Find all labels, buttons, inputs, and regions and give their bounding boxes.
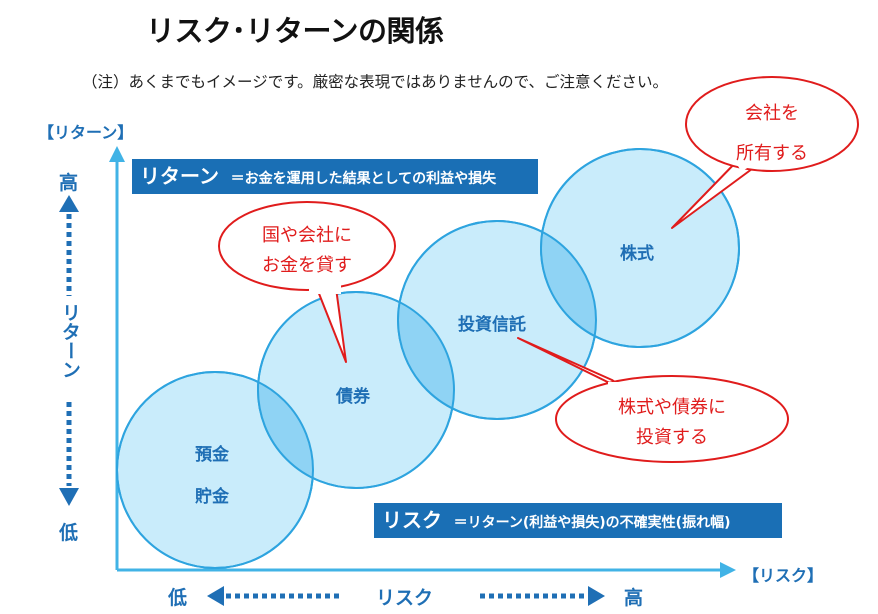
disclaimer-note: （注）あくまでもイメージです。厳密な表現ではありませんので、ご注意ください。 xyxy=(82,73,669,91)
deposit-label: 預金 xyxy=(195,445,229,465)
page-title: リスク･リターンの関係 xyxy=(146,14,444,48)
y-low-label: 低 xyxy=(59,522,79,544)
return-term: リターン xyxy=(140,164,219,188)
risk-definition-text: ＝リターン(利益や損失)の不確実性(振れ幅) xyxy=(453,515,731,531)
bond-label: 債券 xyxy=(336,387,370,407)
trust-callout-text: 株式や債券に 投資する xyxy=(556,393,788,453)
x-low-arrow-icon xyxy=(207,586,224,606)
stock-label: 株式 xyxy=(620,244,654,264)
y-low-arrow-icon xyxy=(59,488,79,506)
stock-callout-line2: 所有する xyxy=(736,143,808,164)
bond-callout-bubble xyxy=(218,201,396,291)
y-high-arrow-icon xyxy=(59,195,79,212)
trust-callout-line1: 株式や債券に xyxy=(618,397,726,418)
savings-label: 貯金 xyxy=(195,487,229,507)
trust-label: 投資信託 xyxy=(458,315,526,335)
y-high-label: 高 xyxy=(59,172,79,194)
risk-definition-banner: リスク ＝リターン(利益や損失)の不確実性(振れ幅) xyxy=(374,503,782,538)
stock-callout-line1: 会社を xyxy=(745,103,799,124)
stock-callout-text: 会社を 所有する xyxy=(686,94,858,174)
return-definition-banner: リターン ＝お金を運用した結果としての利益や損失 xyxy=(132,159,538,194)
trust-callout-line2: 投資する xyxy=(636,427,708,448)
y-axis-arrowhead xyxy=(109,146,125,162)
stock-callout-bubble xyxy=(685,76,859,172)
x-high-arrow-icon xyxy=(588,586,605,606)
x-high-label: 高 xyxy=(624,587,644,609)
trust-callout-bubble xyxy=(555,375,789,463)
bond-callout-line2: お金を貸す xyxy=(262,255,352,276)
trust-stock-overlap xyxy=(541,221,596,347)
bond-trust-overlap xyxy=(398,292,454,419)
y-axis-label: 【リターン】 xyxy=(38,123,134,142)
risk-term: リスク xyxy=(382,508,442,532)
x-axis-label: 【リスク】 xyxy=(743,566,824,585)
bond-callout-text: 国や会社に お金を貸す xyxy=(219,221,395,281)
x-middle-label: リスク xyxy=(376,587,434,609)
bond-callout-line1: 国や会社に xyxy=(262,225,352,246)
y-middle-label: リターン xyxy=(59,303,81,379)
x-low-label: 低 xyxy=(168,587,188,609)
x-axis-arrowhead xyxy=(720,562,736,578)
return-definition-text: ＝お金を運用した結果としての利益や損失 xyxy=(230,171,497,187)
